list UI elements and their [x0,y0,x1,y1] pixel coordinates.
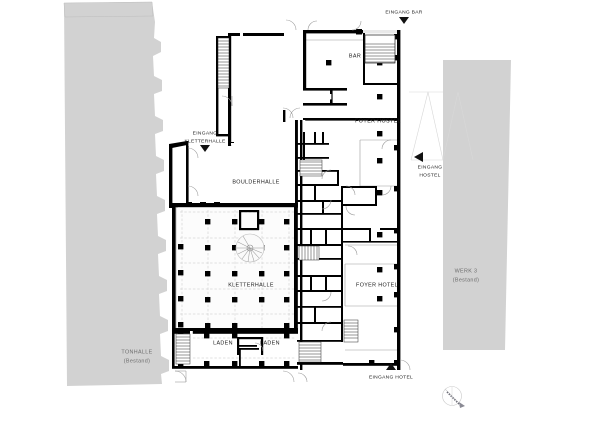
stairs [175,34,396,365]
room-label-foyer-hotel: FOYER HOTEL [356,282,398,288]
context-label-tonhalle-line1: TONHALLE [121,349,152,355]
context-label-tonhalle-line2: (Bestand) [124,358,151,364]
context-label-werk-3-line2: (Bestand) [453,277,480,283]
entrance-label-eingang-kletterhalle-line2: KLETTERHALLE [184,138,226,144]
entrance-label-eingang-kletterhalle-line1: EINGANG [193,130,218,136]
triangle-left-icon [414,152,423,162]
sawtooth-roof-lines [409,91,474,161]
entrance-label-eingang-bar: EINGANG BAR [385,9,422,15]
context-label-werk-3-line1: WERK 3 [455,268,478,274]
building-floor-fill [176,30,400,368]
entrance-eingang-bar: EINGANG BAR [385,9,422,24]
context-building-tonhalle [63,1,169,386]
room-label-laden-right: LADEN [260,340,280,346]
triangle-up-icon [386,363,396,370]
context-label-tonhalle: TONHALLE (Bestand) [121,349,152,364]
triangle-down-icon [200,145,210,152]
entrance-label-eingang-hostel-line1: EINGANG [418,164,443,170]
north-arrow [442,386,465,408]
room-label-foyer-hostel: FOYER HOSTEL [355,118,401,124]
room-labels: BAR FOYER HOSTEL BOULDERHALLE KLETTERHAL… [213,53,401,346]
entrance-label-eingang-hotel: EINGANG HOTEL [369,374,413,380]
room-label-boulderhalle: BOULDERHALLE [232,179,279,185]
room-label-laden-left: LADEN [213,340,233,346]
entrance-eingang-kletterhalle: EINGANG KLETTERHALLE [184,130,226,152]
triangle-down-icon [399,17,409,24]
entrance-eingang-hotel: EINGANG HOTEL [369,363,413,380]
context-label-werk-3: WERK 3 (Bestand) [453,268,480,283]
room-label-kletterhalle: KLETTERHALLE [228,282,274,288]
entrance-label-eingang-hostel-line2: HOSTEL [419,172,440,178]
spiral-staircase [235,233,265,263]
context-building-werk-3 [443,60,511,350]
entrance-eingang-hostel: EINGANG HOSTEL [414,152,442,178]
room-label-bar: BAR [349,53,361,59]
door-swings [174,19,411,383]
